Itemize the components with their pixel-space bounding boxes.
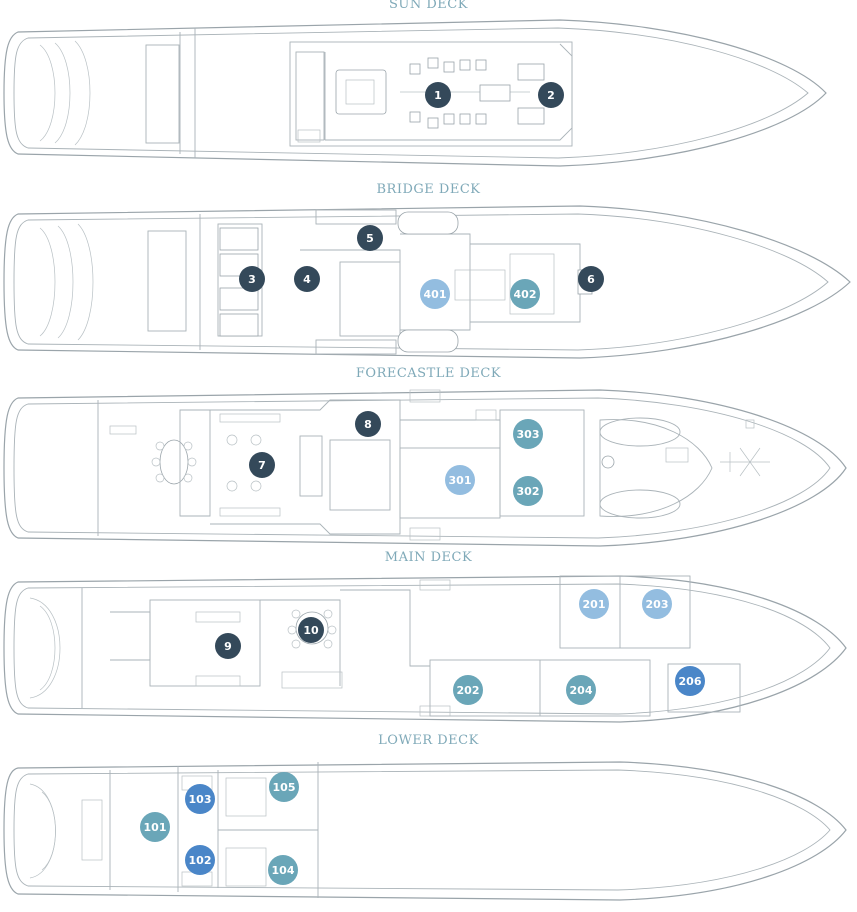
marker-103[interactable]: 103: [185, 784, 215, 814]
main-deck-hull: [3, 575, 847, 723]
marker-6[interactable]: 6: [578, 266, 604, 292]
marker-203[interactable]: 203: [642, 589, 672, 619]
forecastle-deck-hull: [3, 389, 847, 547]
marker-2[interactable]: 2: [538, 82, 564, 108]
marker-303[interactable]: 303: [513, 419, 543, 449]
marker-202[interactable]: 202: [453, 675, 483, 705]
marker-206[interactable]: 206: [675, 666, 705, 696]
marker-4[interactable]: 4: [294, 266, 320, 292]
deck-title-lower: LOWER DECK: [378, 733, 479, 748]
marker-104[interactable]: 104: [268, 855, 298, 885]
deck-title-bridge: BRIDGE DECK: [376, 182, 481, 197]
deck-title-sun: SUN DECK: [389, 0, 468, 12]
marker-201[interactable]: 201: [579, 589, 609, 619]
marker-5[interactable]: 5: [357, 225, 383, 251]
marker-102[interactable]: 102: [185, 845, 215, 875]
marker-401[interactable]: 401: [420, 279, 450, 309]
marker-3[interactable]: 3: [239, 266, 265, 292]
marker-7[interactable]: 7: [249, 452, 275, 478]
marker-402[interactable]: 402: [510, 279, 540, 309]
marker-10[interactable]: 10: [298, 617, 324, 643]
marker-105[interactable]: 105: [269, 772, 299, 802]
marker-8[interactable]: 8: [355, 411, 381, 437]
marker-9[interactable]: 9: [215, 633, 241, 659]
deck-title-main: MAIN DECK: [384, 550, 473, 565]
marker-301[interactable]: 301: [445, 465, 475, 495]
deck-title-forecastle: FORECASTLE DECK: [355, 366, 502, 381]
sun-deck-hull: [3, 19, 827, 167]
marker-204[interactable]: 204: [566, 675, 596, 705]
lower-deck-hull: [3, 761, 847, 901]
bridge-deck-hull: [3, 205, 851, 359]
marker-1[interactable]: 1: [425, 82, 451, 108]
marker-302[interactable]: 302: [513, 476, 543, 506]
marker-101[interactable]: 101: [140, 812, 170, 842]
